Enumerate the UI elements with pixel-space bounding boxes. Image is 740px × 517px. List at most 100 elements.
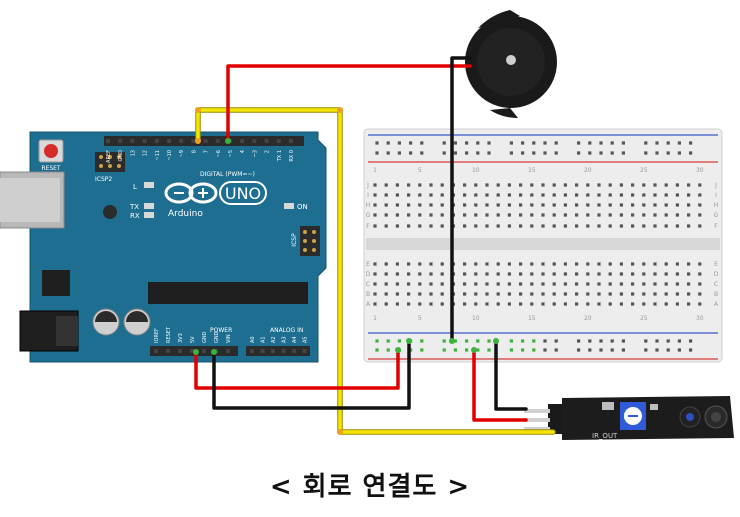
breadboard-hole [642, 183, 646, 187]
breadboard-hole [440, 183, 444, 187]
breadboard-hole [687, 292, 691, 296]
breadboard-hole [563, 224, 567, 228]
breadboard-hole [597, 262, 601, 266]
breadboard-hole [631, 183, 635, 187]
row-letter: A [366, 301, 371, 308]
breadboard-hole [599, 339, 603, 343]
digital-pin-label: ~6 [216, 150, 222, 157]
breadboard-hole [530, 203, 534, 207]
breadboard-hole [521, 151, 525, 155]
breadboard-hole [485, 292, 489, 296]
header-pin [118, 139, 123, 143]
row-letter: G [714, 212, 719, 219]
breadboard-hole [677, 151, 681, 155]
breadboard-hole [463, 213, 467, 217]
header-pin [167, 139, 171, 143]
breadboard-hole [675, 262, 679, 266]
header-pin [190, 349, 194, 353]
breadboard-hole [597, 203, 601, 207]
analog-pin-label: A3 [282, 336, 288, 343]
analog-pin-label: A5 [303, 336, 309, 343]
breadboard-hole [521, 348, 525, 352]
breadboard-hole [496, 292, 500, 296]
breadboard-hole [395, 302, 399, 306]
breadboard-hole [532, 339, 536, 343]
power-pin-label: GND [202, 331, 208, 343]
breadboard-hole [407, 262, 411, 266]
breadboard-hole [586, 183, 590, 187]
breadboard-hole [653, 282, 657, 286]
breadboard-hole [608, 292, 612, 296]
breadboard-hole [496, 193, 500, 197]
row-letter: C [366, 281, 370, 288]
breadboard-hole [563, 302, 567, 306]
breadboard-hole [519, 292, 523, 296]
breadboard-hole [519, 282, 523, 286]
breadboard-hole [384, 203, 388, 207]
breadboard-hole [577, 141, 581, 145]
status-leds: L TX RX ON [129, 182, 308, 220]
breadboard-hole [675, 302, 679, 306]
column-number: 20 [584, 167, 592, 174]
breadboard-hole [407, 282, 411, 286]
breadboard-hole [664, 302, 668, 306]
breadboard-hole [507, 272, 511, 276]
breadboard-hole [610, 151, 614, 155]
breadboard-hole [496, 224, 500, 228]
column-number: 25 [640, 167, 648, 174]
breadboard-hole [429, 292, 433, 296]
analog-pin-label: A2 [271, 336, 277, 343]
header-pin [106, 139, 110, 143]
breadboard-hole [575, 282, 579, 286]
breadboard-hole [532, 348, 536, 352]
column-number: 5 [418, 167, 422, 174]
breadboard-hole [485, 203, 489, 207]
breadboard-hole [619, 193, 623, 197]
breadboard-hole [474, 224, 478, 228]
breadboard-hole [586, 262, 590, 266]
breadboard-hole [442, 151, 446, 155]
breadboard-hole [407, 193, 411, 197]
breadboard-hole [541, 183, 545, 187]
breadboard-hole [642, 203, 646, 207]
breadboard-hole [429, 193, 433, 197]
breadboard-holes [373, 141, 702, 352]
breadboard-hole [375, 151, 379, 155]
breadboard-hole [496, 183, 500, 187]
breadboard-hole [541, 302, 545, 306]
breadboard-hole [664, 193, 668, 197]
breadboard-hole [597, 213, 601, 217]
breadboard-hole [429, 272, 433, 276]
breadboard-hole [397, 141, 401, 145]
breadboard-hole [474, 183, 478, 187]
header-pin [178, 349, 182, 353]
breadboard-hole [621, 339, 625, 343]
header-pin [240, 139, 245, 143]
breadboard-hole [666, 151, 670, 155]
breadboard-hole [552, 183, 556, 187]
breadboard-hole [677, 141, 681, 145]
breadboard-hole [653, 272, 657, 276]
row-letter: G [366, 212, 371, 219]
breadboard-hole [644, 339, 648, 343]
breadboard-hole [619, 282, 623, 286]
ir-sensor-module: IR_OUT [524, 396, 734, 440]
breadboard-hole [384, 213, 388, 217]
breadboard-hole [608, 183, 612, 187]
breadboard-hole [653, 224, 657, 228]
row-letter: B [714, 291, 718, 298]
breadboard-hole [610, 141, 614, 145]
breadboard-hole [666, 141, 670, 145]
header-pin [260, 349, 265, 353]
digital-header [104, 136, 304, 146]
breadboard-hole [485, 224, 489, 228]
breadboard-hole [563, 272, 567, 276]
breadboard-hole [689, 151, 693, 155]
breadboard-hole [429, 262, 433, 266]
power-pin-label: IOREF [154, 328, 160, 343]
breadboard-hole [543, 151, 547, 155]
breadboard-hole [418, 272, 422, 276]
breadboard-hole [375, 339, 379, 343]
